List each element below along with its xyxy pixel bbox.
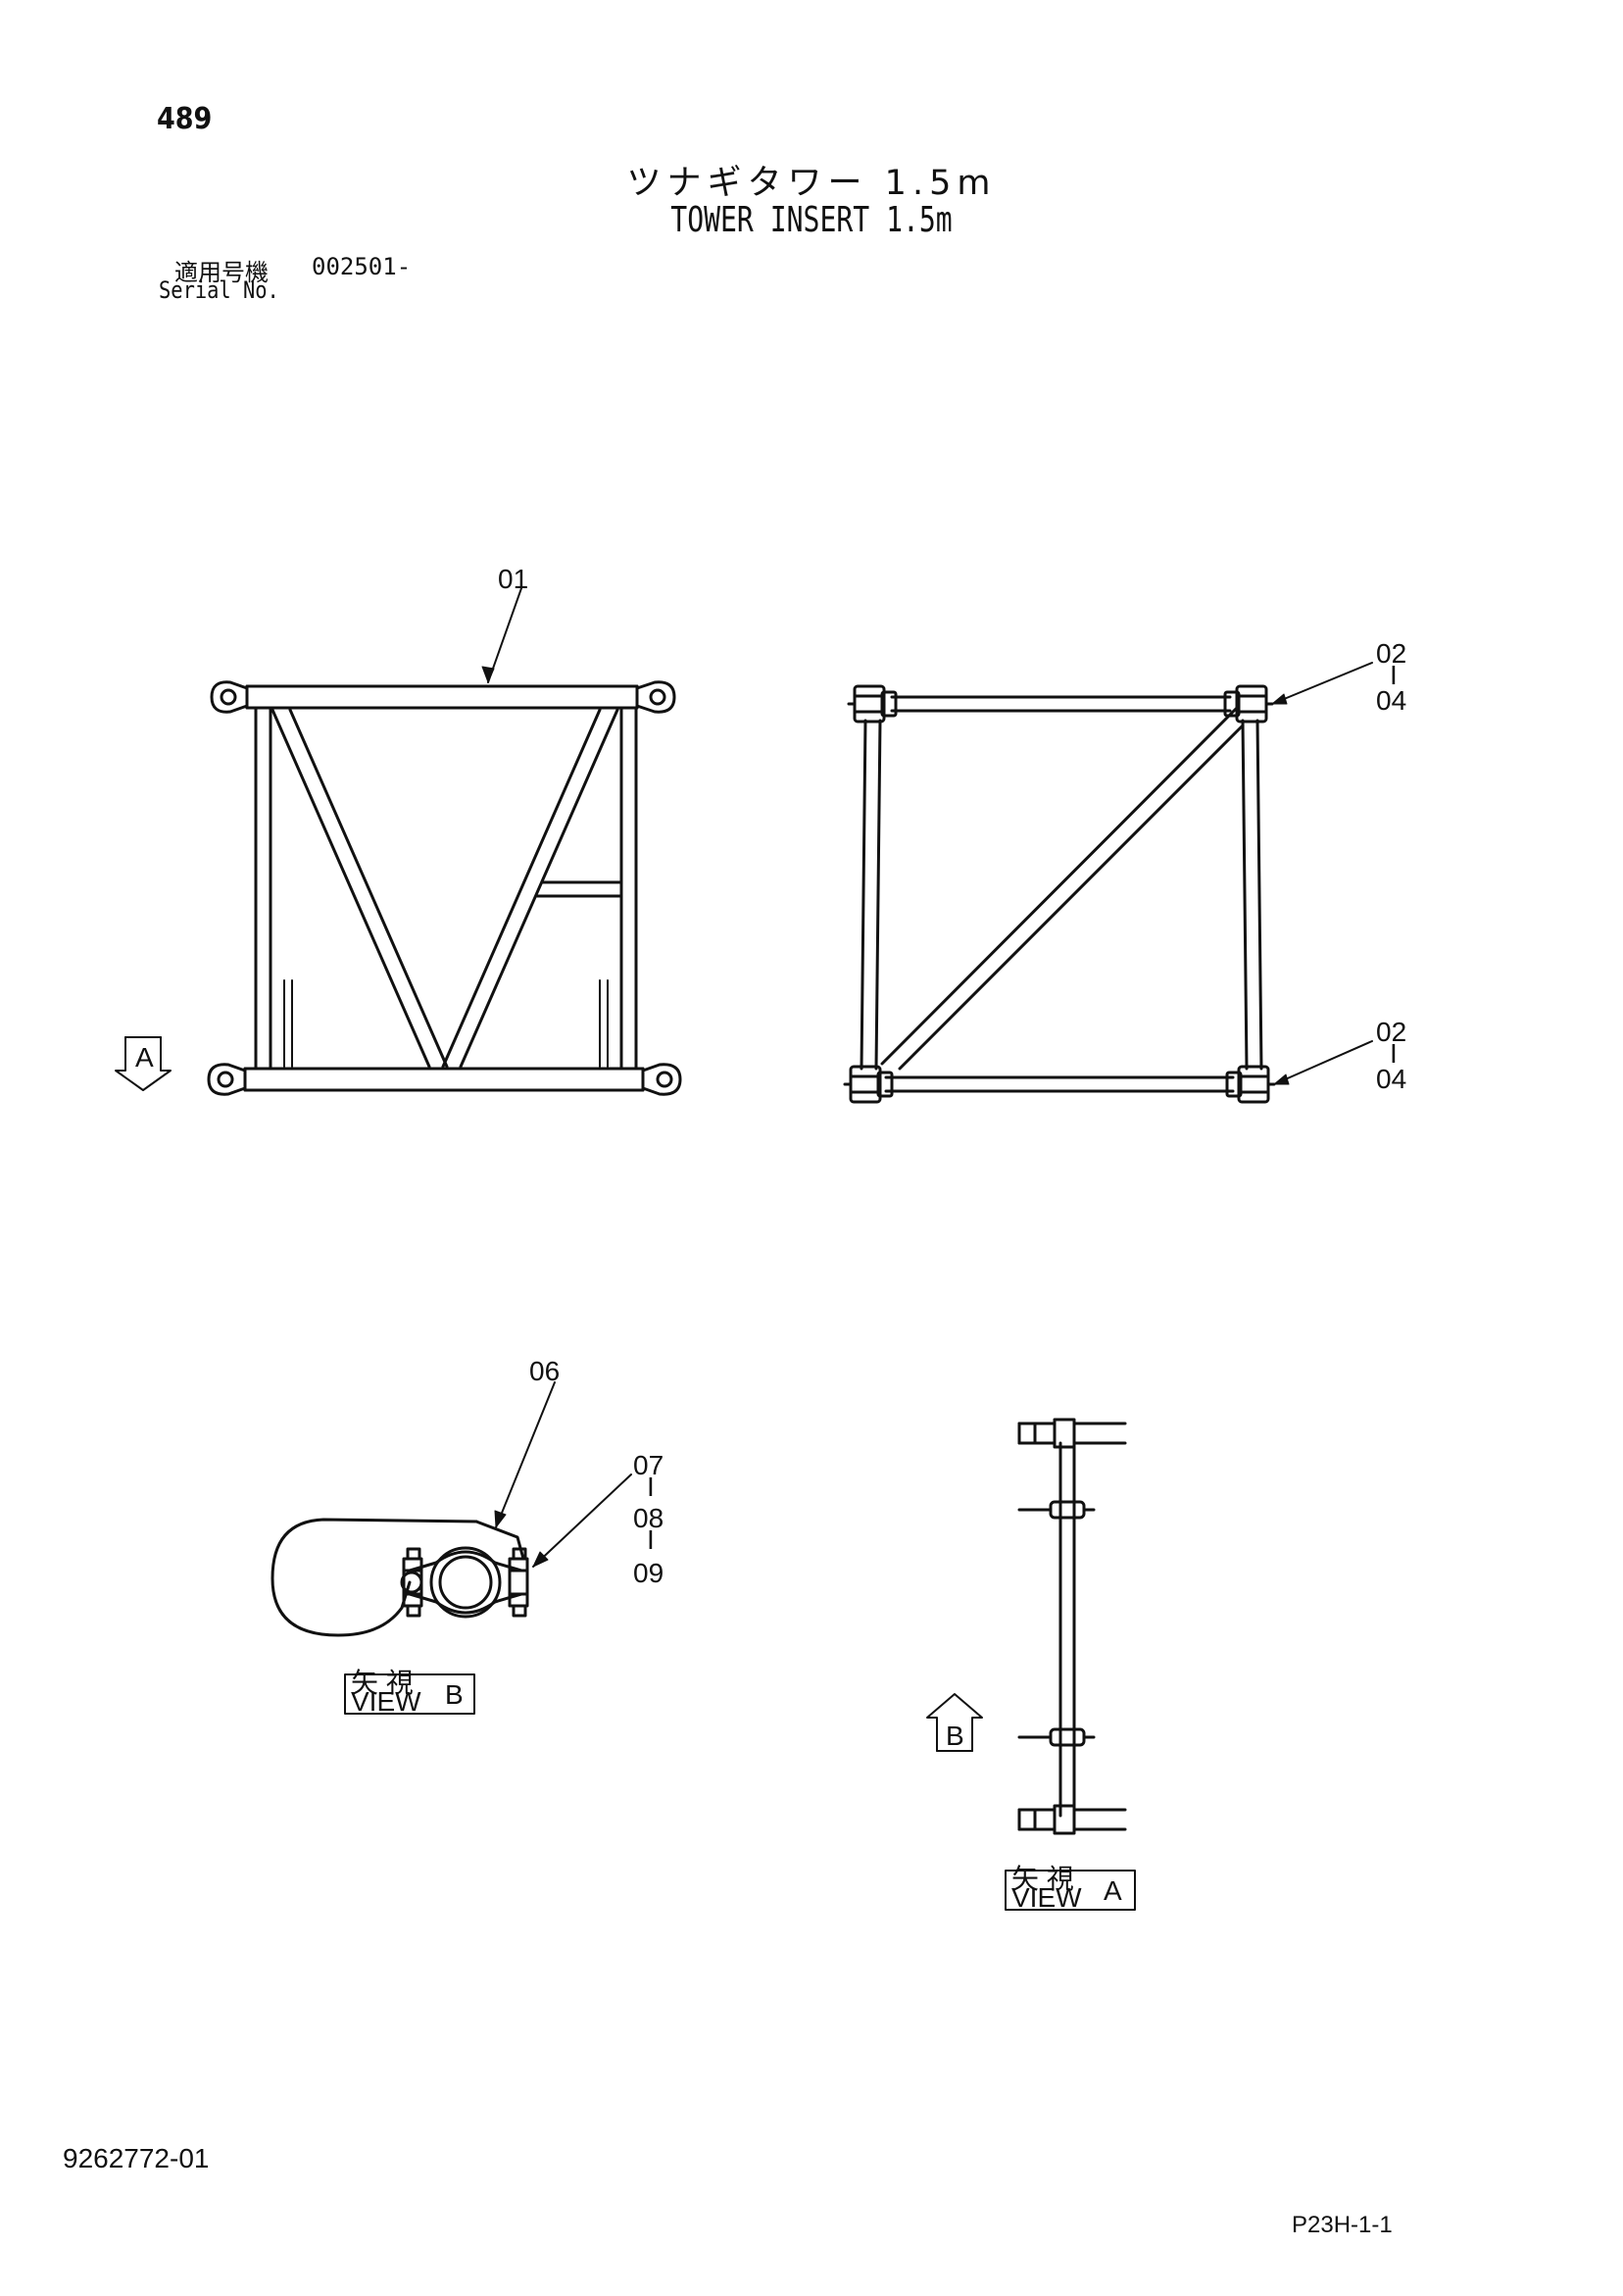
view-a-label-jp: 矢 視 (1011, 1864, 1074, 1894)
callout-dash-bottom: I (1390, 1038, 1398, 1069)
view-b-label-jp: 矢 視 (351, 1668, 414, 1698)
callout-dash-08: I (647, 1524, 655, 1555)
view-b-clamp-detail (270, 1518, 529, 1637)
serial-label-jp: 適用号機 (174, 259, 269, 286)
callout-02-bottom: 02 (1376, 1017, 1406, 1047)
sheet-code: P23H-1-1 (1292, 2212, 1393, 2238)
tower-front-view (207, 680, 682, 1096)
view-a-label-letter: A (1104, 1875, 1122, 1906)
view-b-arrow-label: B (946, 1721, 964, 1751)
callout-dash-07: I (647, 1472, 655, 1502)
callout-09: 09 (633, 1558, 664, 1588)
callout-01: 01 (498, 564, 528, 594)
callout-dash-top: I (1390, 660, 1398, 690)
tower-side-view (843, 684, 1276, 1104)
callout-04-bottom: 04 (1376, 1064, 1406, 1094)
view-b-arrow-icon (926, 1693, 983, 1752)
serial-label-en: Serial No. (159, 276, 279, 304)
page-title-jp: ツナギタワー 1.5m (626, 164, 997, 203)
view-a-side-detail (1017, 1418, 1127, 1835)
view-a-arrow-icon (115, 1036, 172, 1091)
callout-07: 07 (633, 1450, 664, 1480)
view-a-label-en: VIEW (1011, 1882, 1082, 1913)
view-b-label-en: VIEW (351, 1686, 421, 1717)
callout-08: 08 (633, 1503, 664, 1533)
page-number: 489 (157, 102, 213, 136)
view-b-label-letter: B (445, 1679, 464, 1710)
serial-value: 002501- (312, 253, 412, 280)
callout-02-top: 02 (1376, 638, 1406, 669)
view-a-arrow-label: A (135, 1042, 154, 1073)
callout-06: 06 (529, 1356, 560, 1386)
callout-04-top: 04 (1376, 685, 1406, 716)
page-title-en: TOWER INSERT 1.5m (670, 200, 953, 240)
document-number: 9262772-01 (63, 2143, 210, 2173)
